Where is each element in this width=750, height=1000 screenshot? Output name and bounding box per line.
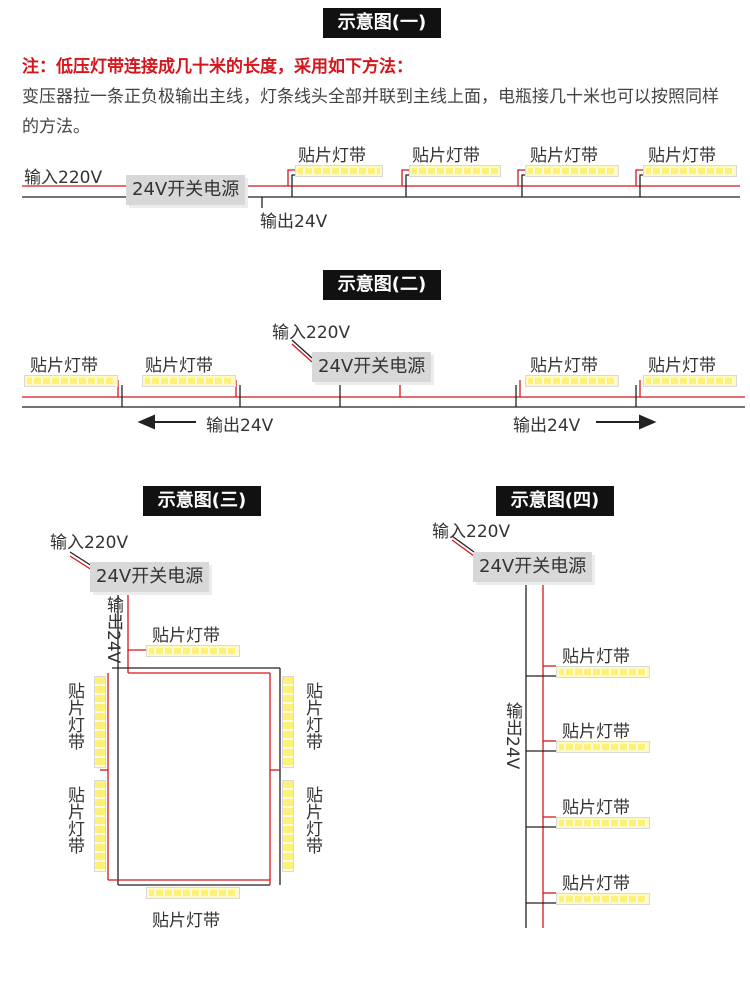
- d3-led-strip-left-2: [94, 780, 106, 872]
- d1-led-strip-3: [525, 165, 619, 177]
- d2-led-strip-2: [142, 375, 236, 387]
- d2-strip-label-1: 贴片灯带: [30, 356, 98, 376]
- d2-led-strip-1: [24, 375, 118, 387]
- d2-strip-label-4: 贴片灯带: [648, 356, 716, 376]
- d3-strip-label-bottom: 贴片灯带: [152, 911, 220, 931]
- d1-strip-label-3: 贴片灯带: [530, 146, 598, 166]
- d2-led-strip-3: [525, 375, 619, 387]
- d4-strip-label-1: 贴片灯带: [562, 647, 630, 667]
- d4-power-supply: 24V开关电源: [473, 552, 593, 582]
- d4-output-label: 输出24V: [502, 702, 522, 770]
- d2-strip-label-3: 贴片灯带: [530, 356, 598, 376]
- d2-led-strip-4: [643, 375, 737, 387]
- note-heading: 注：低压灯带连接成几十米的长度，采用如下方法：: [22, 57, 413, 77]
- d3-led-strip-right-1: [282, 676, 294, 768]
- d1-led-strip-1: [295, 165, 383, 177]
- d4-input-label: 输入220V: [432, 522, 511, 542]
- d4-led-strip-3: [556, 817, 650, 829]
- d3-power-supply: 24V开关电源: [90, 562, 210, 592]
- d3-led-strip-left-1: [94, 676, 106, 768]
- d1-power-supply: 24V开关电源: [126, 175, 246, 205]
- d1-strip-label-1: 贴片灯带: [298, 146, 366, 166]
- d3-led-strip-bottom: [146, 887, 240, 899]
- d2-output-label-left: 输出24V: [206, 416, 274, 436]
- d2-strip-label-2: 贴片灯带: [145, 356, 213, 376]
- d3-strip-label-right-2: 贴片灯带: [302, 786, 322, 854]
- d1-strip-label-2: 贴片灯带: [412, 146, 480, 166]
- diagram-4-title: 示意图(四): [496, 486, 614, 516]
- diagram-1-title: 示意图(一): [323, 8, 441, 38]
- d3-led-strip-right-2: [282, 780, 294, 872]
- d1-input-label: 输入220V: [24, 168, 103, 188]
- d1-output-label: 输出24V: [260, 212, 328, 232]
- d3-strip-label-right-1: 贴片灯带: [302, 682, 322, 750]
- d3-output-label: 输出24V: [103, 596, 123, 664]
- d4-led-strip-4: [556, 893, 650, 905]
- d2-output-label-right: 输出24V: [513, 416, 581, 436]
- d3-strip-label-left-1: 贴片灯带: [64, 682, 84, 750]
- d2-power-supply: 24V开关电源: [312, 352, 432, 382]
- d1-led-strip-4: [643, 165, 737, 177]
- d1-strip-label-4: 贴片灯带: [648, 146, 716, 166]
- d2-input-label: 输入220V: [272, 323, 351, 343]
- d3-input-label: 输入220V: [50, 533, 129, 553]
- diagram-3-title: 示意图(三): [143, 486, 261, 516]
- d4-led-strip-1: [556, 666, 650, 678]
- d4-strip-label-4: 贴片灯带: [562, 874, 630, 894]
- d3-strip-label-left-2: 贴片灯带: [64, 786, 84, 854]
- d1-led-strip-2: [409, 165, 501, 177]
- d4-led-strip-2: [556, 741, 650, 753]
- d3-strip-label-top: 贴片灯带: [152, 626, 220, 646]
- d3-led-strip-top: [146, 645, 240, 657]
- diagram-2-title: 示意图(二): [323, 270, 441, 300]
- d4-strip-label-2: 贴片灯带: [562, 722, 630, 742]
- note-body: 变压器拉一条正负极输出主线，灯条线头全部并联到主线上面，电瓶接几十米也可以按照同…: [22, 87, 719, 137]
- output-arrows: [137, 414, 657, 430]
- instruction-note: 注：低压灯带连接成几十米的长度，采用如下方法： 变压器拉一条正负极输出主线，灯条…: [22, 52, 732, 142]
- d4-strip-label-3: 贴片灯带: [562, 798, 630, 818]
